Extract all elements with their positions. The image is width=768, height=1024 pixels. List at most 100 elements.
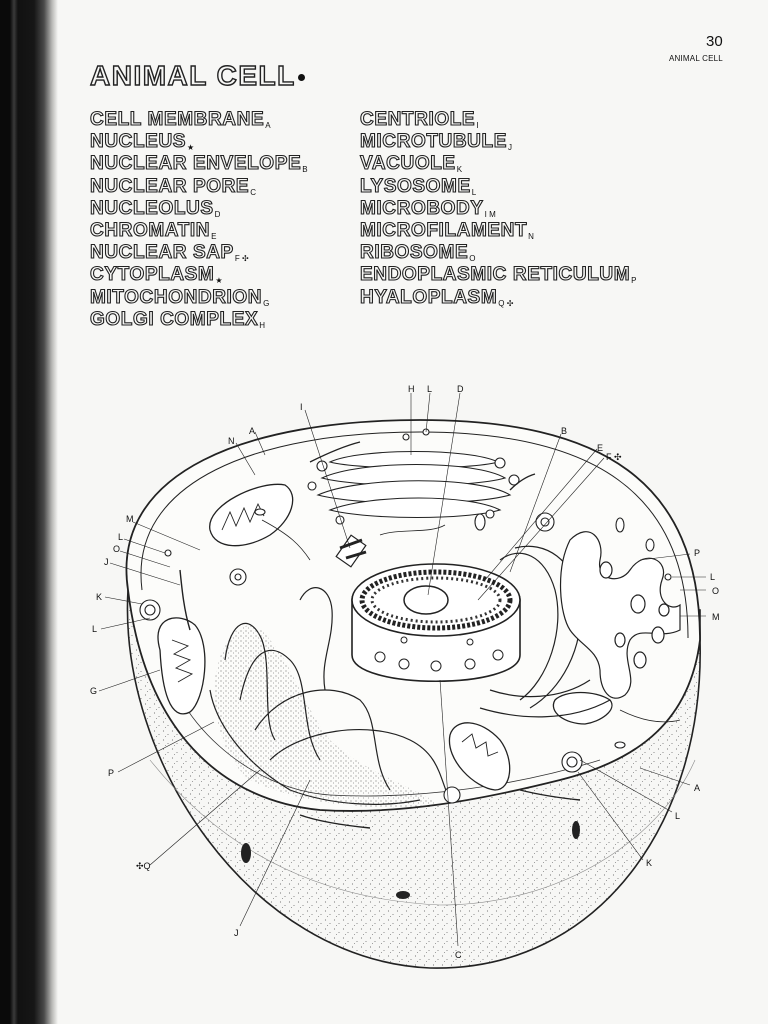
page-number: 30 — [706, 33, 723, 50]
term-item: HYALOPLASMQ ✣ — [359, 286, 637, 309]
running-header: ANIMAL CELL — [669, 54, 723, 63]
term-name: CELL MEMBRANE — [89, 108, 265, 130]
label-G: G — [90, 686, 97, 696]
term-item: RIBOSOMEO — [359, 242, 637, 264]
term-subscript: G — [263, 298, 270, 308]
term-subscript: I M — [484, 209, 496, 219]
term-subscript: Q ✣ — [498, 298, 514, 308]
term-subscript: ★ — [187, 143, 195, 153]
term-item: MICROTUBULEJ — [359, 131, 637, 153]
mitochondrion-left — [157, 617, 206, 715]
term-subscript: ★ — [215, 276, 223, 286]
term-name: RIBOSOME — [359, 242, 469, 264]
term-name: NUCLEOLUS — [89, 197, 214, 219]
term-name: NUCLEUS — [89, 131, 187, 153]
term-item: CHROMATINE — [89, 219, 308, 242]
label-E: E — [597, 443, 603, 453]
term-name: VACUOLE — [359, 153, 456, 175]
golgi-complex — [307, 450, 520, 525]
label-D: D — [457, 384, 464, 394]
label-I: I — [300, 402, 303, 412]
term-name: HYALOPLASM — [359, 286, 498, 308]
microtubules — [179, 441, 681, 829]
term-name: MITOCHONDRION — [89, 286, 263, 308]
term-name: MICROFILAMENT — [359, 219, 528, 241]
term-name: ENDOPLASMIC RETICULUM — [359, 264, 631, 286]
page-title-text: ANIMAL CELL — [89, 59, 296, 91]
label-B: B — [561, 426, 567, 436]
label-P-right: P — [694, 548, 700, 558]
term-subscript: K — [456, 165, 463, 175]
label-L-left-1: L — [118, 532, 123, 542]
mitochondrion-right — [552, 691, 613, 725]
mitochondrion-bottom — [448, 722, 511, 791]
animal-cell-diagram: H L D I N A B E F ✣ M L O J K L G P L O … — [90, 384, 720, 969]
mitochondrion-top — [209, 483, 294, 547]
term-item: VACUOLEK — [359, 153, 637, 175]
membrane-pit — [572, 821, 580, 839]
term-subscript: B — [302, 165, 308, 175]
term-item: CYTOPLASM★ — [89, 264, 308, 286]
term-subscript: H — [259, 320, 266, 330]
diagram-labels: H L D I N A B E F ✣ M L O J K L G P L O … — [90, 384, 720, 960]
vesicles — [139, 428, 672, 804]
title-bullet — [297, 74, 305, 82]
term-name: GOLGI COMPLEX — [89, 308, 259, 330]
membrane-pit — [396, 891, 410, 899]
term-subscript: C — [250, 187, 256, 197]
term-item: MICROFILAMENTN — [359, 219, 637, 242]
term-name: CENTRIOLE — [359, 108, 476, 130]
term-item: NUCLEAR ENVELOPEB — [89, 153, 308, 175]
term-name: NUCLEAR SAP — [89, 242, 234, 264]
term-name: NUCLEAR ENVELOPE — [89, 153, 302, 175]
label-N: N — [228, 436, 235, 446]
book-binding-shadow — [0, 0, 58, 1024]
label-P-left: P — [108, 768, 114, 778]
label-C: C — [455, 950, 462, 960]
label-L-top: L — [427, 384, 432, 394]
term-subscript: P — [631, 276, 637, 286]
label-L-left-2: L — [92, 624, 97, 634]
mitochondria — [157, 483, 613, 791]
centriole — [335, 534, 367, 568]
term-subscript: N — [528, 231, 534, 241]
label-A-top: A — [249, 426, 255, 436]
term-item: ENDOPLASMIC RETICULUMP — [359, 264, 637, 286]
term-item: CELL MEMBRANEA — [89, 108, 308, 131]
smooth-er-right — [560, 531, 681, 699]
label-L-bottom: L — [675, 811, 680, 821]
label-H: H — [408, 384, 415, 394]
term-subscript: F ✣ — [234, 254, 249, 264]
nucleolus — [403, 585, 449, 615]
membrane-pit — [241, 843, 251, 863]
term-item: GOLGI COMPLEXH — [89, 308, 308, 331]
term-item: MICROBODYI M — [359, 197, 637, 220]
term-name: LYSOSOME — [359, 175, 471, 197]
term-item: NUCLEAR SAPF ✣ — [89, 242, 308, 264]
er-ribosome-dots — [214, 625, 440, 808]
term-subscript: L — [471, 187, 477, 197]
term-item: CENTRIOLEI — [359, 108, 637, 131]
nucleus — [351, 563, 521, 683]
label-F: F ✣ — [606, 452, 622, 462]
label-M-right: M — [712, 612, 720, 622]
term-item: NUCLEOLUSD — [89, 197, 308, 220]
label-O-left: O — [113, 544, 120, 554]
label-K-left: K — [96, 592, 102, 602]
label-J-bottom: J — [234, 928, 239, 938]
term-subscript: D — [214, 209, 221, 219]
term-subscript: A — [265, 121, 271, 130]
label-A-bottom: A — [694, 783, 700, 793]
label-M-left: M — [126, 514, 134, 524]
label-J-left: J — [104, 557, 109, 567]
term-name: CYTOPLASM — [89, 264, 215, 286]
chromatin-inner — [370, 576, 502, 624]
term-name: CHROMATIN — [89, 219, 211, 241]
term-name: NUCLEAR PORE — [89, 175, 250, 197]
term-subscript: I — [476, 121, 479, 130]
term-item: NUCLEAR POREC — [89, 175, 308, 198]
term-item: MITOCHONDRIONG — [89, 286, 308, 309]
label-K-bottom: K — [646, 858, 652, 868]
